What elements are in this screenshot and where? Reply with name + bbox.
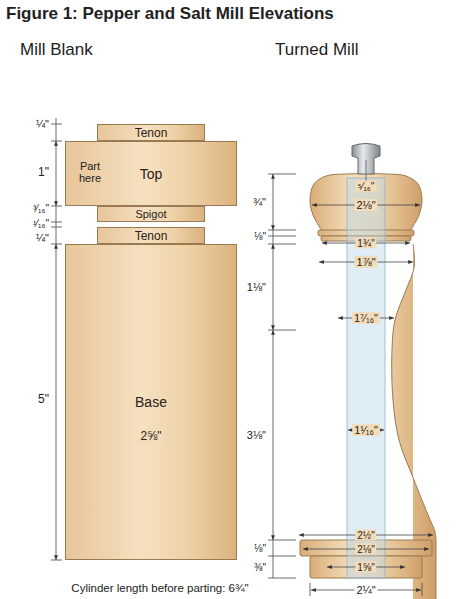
dimension-line <box>56 118 57 124</box>
shaft <box>366 160 367 178</box>
dimension-lines <box>51 118 433 596</box>
dimension-line <box>51 560 62 561</box>
dimension: 1⅞" <box>354 256 377 268</box>
dimension-line <box>51 244 62 245</box>
section-name: Tenon <box>135 230 168 242</box>
dimension: 1⅝" <box>355 562 376 573</box>
dimension: 5" <box>38 393 49 406</box>
dimension-line <box>51 222 62 223</box>
dimension-line <box>273 540 274 578</box>
dimension: ¼" <box>36 232 49 244</box>
dimension: ⁵⁄₁₆" <box>356 181 377 192</box>
dimension-line <box>51 227 62 228</box>
dimension-line <box>273 244 274 330</box>
section-name: Top <box>140 167 163 181</box>
dimension: ⅛" <box>254 231 266 242</box>
dimension-line <box>268 578 296 579</box>
section-name: Tenon <box>135 127 168 139</box>
dimension: ⅜" <box>254 562 266 573</box>
dimension-line <box>56 124 57 141</box>
dimension: 1⁷⁄₁₆" <box>352 312 380 324</box>
dimension-line <box>310 583 311 596</box>
dimension: ¼" <box>36 118 49 130</box>
dimension: 2⅛" <box>354 199 377 211</box>
caption-note: Cylinder length before parting: 6¾" <box>71 582 248 595</box>
dimension-line <box>268 330 296 331</box>
part-note: Part here <box>74 160 106 184</box>
dimension-line <box>268 174 296 175</box>
dimension-line <box>51 141 62 142</box>
view-heading: Mill Blank <box>20 41 93 60</box>
dimension-line <box>268 556 296 557</box>
dimension: 1" <box>38 166 49 179</box>
blank-section: Tenon <box>97 227 205 244</box>
dimension-line <box>56 141 57 206</box>
dimension-line <box>51 124 62 125</box>
dimension-line <box>56 244 57 560</box>
dimension: 1¹⁄₁₆" <box>352 424 380 436</box>
blank-section: Base <box>65 244 237 560</box>
dimension-line <box>268 230 296 231</box>
dimension: ⅛" <box>254 543 266 554</box>
dimension-line <box>51 206 62 207</box>
dimension-line <box>273 230 274 244</box>
dimension: 2⅝" <box>139 430 164 443</box>
center-bore <box>347 178 385 578</box>
dimension: 2¼" <box>354 584 377 596</box>
dimension-line <box>268 244 296 245</box>
dimension-line <box>268 236 296 237</box>
section-name: Base <box>135 395 167 409</box>
dimension-line <box>268 540 296 541</box>
dimension-line <box>273 174 274 230</box>
dimension: ³⁄₁₆" <box>33 203 49 214</box>
dimension: 3⅛" <box>247 429 266 441</box>
dimension: 2½" <box>355 530 376 541</box>
figure-title: Figure 1: Pepper and Salt Mill Elevation… <box>6 4 334 24</box>
dimension: ¾" <box>253 196 266 208</box>
blank-section: Spigot <box>97 206 205 222</box>
section-name: Spigot <box>135 209 166 220</box>
view-heading: Turned Mill <box>275 41 358 60</box>
dimension: ¹⁄₁₆" <box>33 218 49 229</box>
dimension: 2⅛" <box>355 544 376 555</box>
dimension: 1¾" <box>355 238 376 249</box>
turned-mill <box>296 144 436 599</box>
dimension-line <box>56 206 57 244</box>
dimension-line <box>422 583 423 596</box>
dimension: 1⅛" <box>247 281 266 293</box>
blank-section: Tenon <box>97 124 205 141</box>
dimension-line <box>273 330 274 540</box>
